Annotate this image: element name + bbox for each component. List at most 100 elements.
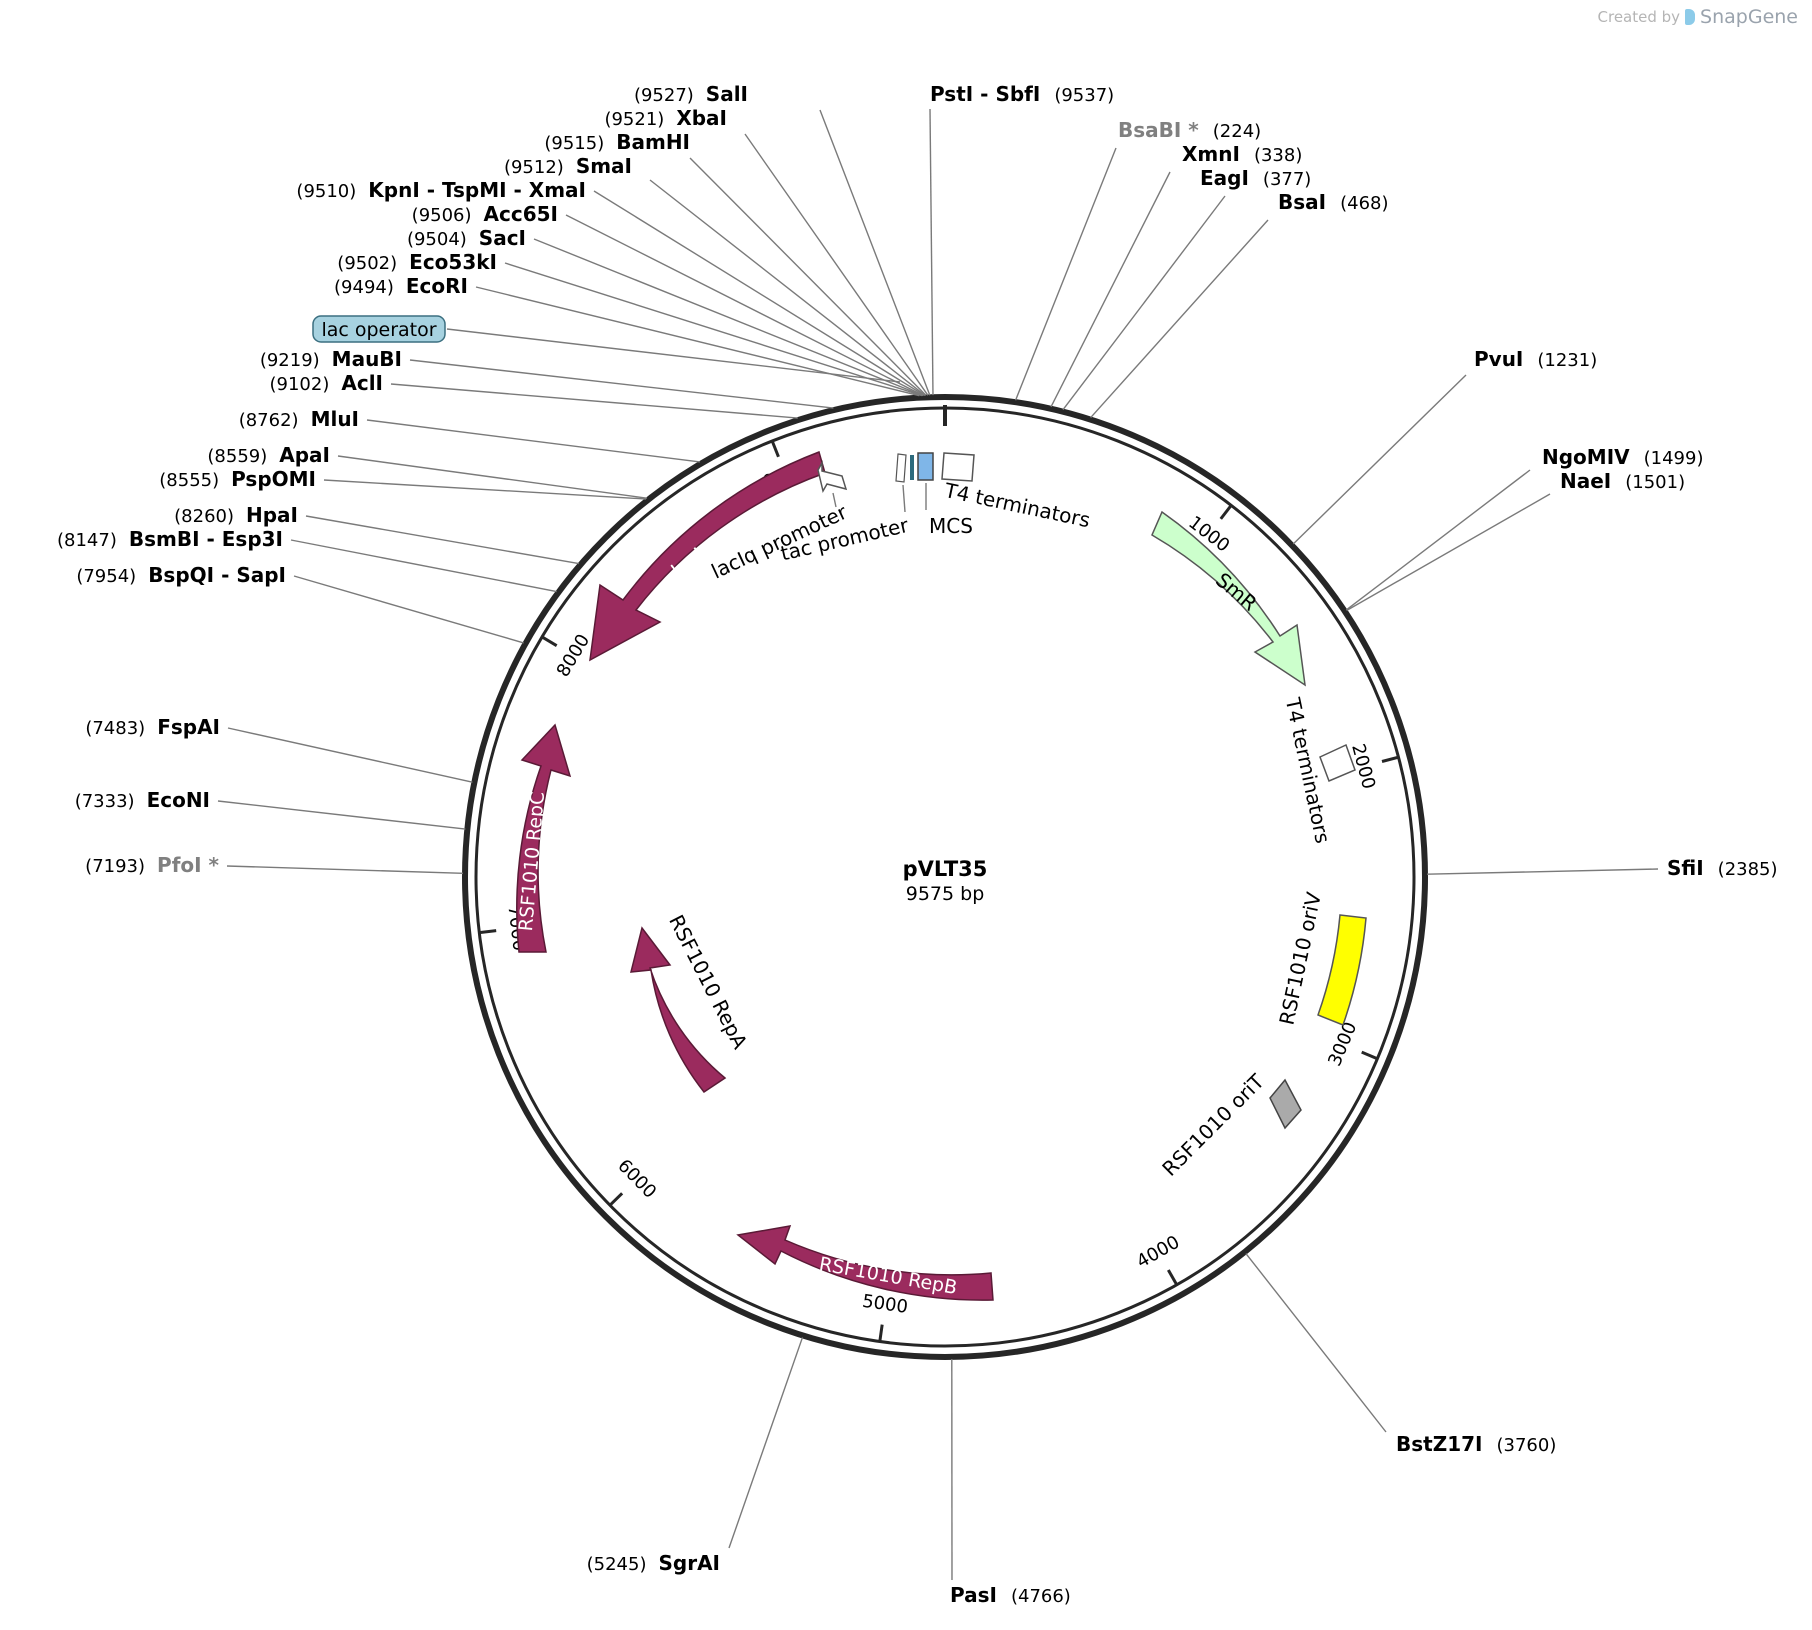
enzyme-position: (9504) — [407, 229, 467, 250]
enzyme-site-saci[interactable]: SacI (9504) — [407, 226, 526, 250]
enzyme-name-part: BsmBI — [129, 527, 200, 551]
tick-label: 4000 — [1133, 1232, 1183, 1273]
enzyme-name: BamHI — [616, 130, 690, 154]
enzyme-leaders — [217, 108, 1659, 1581]
enzyme-site-pfoi[interactable]: PfoI *(7193) — [85, 853, 219, 877]
enzyme-name: FspAI — [157, 715, 220, 739]
lac-operator-box[interactable] — [312, 315, 446, 343]
enzyme-name-part: SacI — [479, 226, 526, 250]
enzyme-site-ngomiv[interactable]: NgoMIV(1499) — [1542, 445, 1703, 469]
enzyme-leader-bsai — [1090, 219, 1269, 419]
enzyme-name: PasI — [950, 1583, 997, 1607]
enzyme-name: XmnI — [1182, 142, 1240, 166]
enzyme-leader-pspomi — [323, 479, 646, 500]
enzyme-name: Acc65I — [484, 202, 558, 226]
enzyme-site-psti[interactable]: PstI - SbfI(9537) — [930, 82, 1114, 106]
enzyme-site-bsabi[interactable]: BsaBI *(224) — [1118, 118, 1261, 142]
tick-mark — [1219, 504, 1233, 520]
enzyme-name: MauBI — [332, 347, 402, 371]
tac-promoter-feature[interactable] — [895, 453, 907, 483]
orit-feature[interactable] — [1269, 1078, 1302, 1130]
enzyme-name-part: XmnI — [1182, 142, 1240, 166]
enzyme-site-hpai[interactable]: HpaI(8260) — [174, 503, 298, 527]
tick-label: 8000 — [553, 631, 594, 681]
enzyme-site-pasi[interactable]: PasI (4766) — [950, 1583, 1071, 1607]
enzyme-site-econi[interactable]: EcoNI(7333) — [75, 788, 210, 812]
credit-prefix: Created by — [1597, 8, 1681, 26]
enzyme-site-mlui[interactable]: MluI (8762) — [239, 407, 359, 431]
enzyme-site-sfii[interactable]: SfiI(2385) — [1667, 856, 1778, 880]
enzyme-name: HpaI — [246, 503, 298, 527]
enzyme-site-naei[interactable]: NaeI(1501) — [1560, 469, 1685, 493]
tick-label: 5000 — [861, 1291, 909, 1318]
enzyme-name: EcoRI — [406, 274, 468, 298]
enzyme-site-xbai[interactable]: XbaI (9521) — [604, 106, 727, 130]
enzyme-site-acli[interactable]: AclI(9102) — [270, 371, 384, 395]
enzyme-site-kpni[interactable]: KpnI - TspMI - XmaI(9510) — [296, 178, 586, 202]
enzyme-position: (4766) — [1011, 1586, 1071, 1607]
laciq-promoter-feature[interactable] — [817, 460, 848, 494]
t4-terminator-top-feature[interactable] — [941, 452, 975, 482]
enzyme-name-part: - SapI — [214, 563, 286, 587]
repa-feature-arrow[interactable] — [630, 926, 727, 1094]
enzyme-site-maubi[interactable]: MauBI(9219) — [260, 347, 402, 371]
enzyme-site-pspomi[interactable]: PspOMI(8555) — [159, 467, 316, 491]
enzyme-position: (224) — [1213, 121, 1261, 142]
enzyme-site-sgrai[interactable]: SgrAI (5245) — [587, 1551, 720, 1575]
enzyme-site-smai[interactable]: SmaI(9512) — [504, 154, 632, 178]
enzyme-site-sali[interactable]: SalI(9527) — [634, 82, 748, 106]
enzyme-position: (7954) — [76, 566, 136, 587]
enzyme-position: (9521) — [604, 109, 664, 130]
smr-feature-arrow[interactable] — [1151, 510, 1306, 687]
enzyme-leader-bsmbi — [290, 539, 557, 593]
enzyme-position: (468) — [1340, 193, 1388, 214]
enzyme-position: (7333) — [75, 791, 135, 812]
enzyme-site-eagi[interactable]: EagI(377) — [1200, 166, 1311, 190]
credit-brand: SnapGene — [1700, 6, 1798, 28]
tick-mark — [1361, 1050, 1378, 1061]
tick-mark — [770, 440, 780, 458]
enzyme-site-pvui[interactable]: PvuI(1231) — [1474, 347, 1597, 371]
enzyme-position: (5245) — [587, 1554, 647, 1575]
enzyme-site-bamhi[interactable]: BamHI(9515) — [544, 130, 690, 154]
snapgene-logo-icon — [1685, 9, 1696, 25]
enzyme-position: (7483) — [85, 718, 145, 739]
repb-feature-arrow[interactable] — [736, 1225, 994, 1301]
tick-mark — [608, 1192, 624, 1207]
enzyme-name-part: Acc65I — [484, 202, 558, 226]
enzyme-name-part: SalI — [706, 82, 748, 106]
enzyme-site-acc65i[interactable]: Acc65I(9506) — [412, 202, 558, 226]
enzyme-site-eco53ki[interactable]: Eco53kI(9502) — [337, 250, 497, 274]
enzyme-site-fspai[interactable]: FspAI (7483) — [85, 715, 220, 739]
enzyme-name-part: Eco53kI — [409, 250, 497, 274]
enzyme-name-part: PfoI * — [157, 853, 220, 877]
enzyme-site-bstz17i[interactable]: BstZ17I(3760) — [1396, 1432, 1556, 1456]
enzyme-site-bsmbi[interactable]: BsmBI - Esp3I(8147) — [57, 527, 283, 551]
mcs-feature[interactable] — [917, 452, 934, 481]
enzyme-site-bsai[interactable]: BsaI(468) — [1278, 190, 1389, 214]
mcs-dark-marker — [910, 455, 914, 480]
enzyme-name: NgoMIV — [1542, 445, 1630, 469]
enzyme-site-ecori[interactable]: EcoRI(9494) — [334, 274, 468, 298]
enzyme-position: (9102) — [270, 374, 330, 395]
tick-mark — [541, 635, 558, 647]
enzyme-leader-maubi — [409, 359, 834, 409]
enzyme-name: BsmBI - Esp3I — [129, 527, 283, 551]
laci-feature-arrow[interactable] — [589, 451, 826, 662]
enzyme-leader-sgrai — [728, 1337, 804, 1549]
enzyme-position: (8762) — [239, 410, 299, 431]
enzyme-site-apai[interactable]: ApaI(8559) — [207, 443, 330, 467]
enzyme-name-part: MluI — [311, 407, 359, 431]
enzyme-site-bspqi[interactable]: BspQI - SapI(7954) — [76, 563, 286, 587]
enzyme-leader-eagi — [1062, 195, 1226, 411]
t4-terminator-right-feature[interactable] — [1319, 743, 1356, 782]
enzyme-name: XbaI — [676, 106, 727, 130]
enzyme-name: PvuI — [1474, 347, 1523, 371]
repc-feature-arrow[interactable] — [516, 723, 572, 953]
enzyme-site-xmni[interactable]: XmnI(338) — [1182, 142, 1302, 166]
enzyme-position: (9510) — [296, 181, 356, 202]
enzyme-name-part: SgrAI — [658, 1551, 720, 1575]
oriv-feature[interactable] — [1317, 914, 1367, 1026]
enzyme-leader-psti — [929, 108, 934, 396]
